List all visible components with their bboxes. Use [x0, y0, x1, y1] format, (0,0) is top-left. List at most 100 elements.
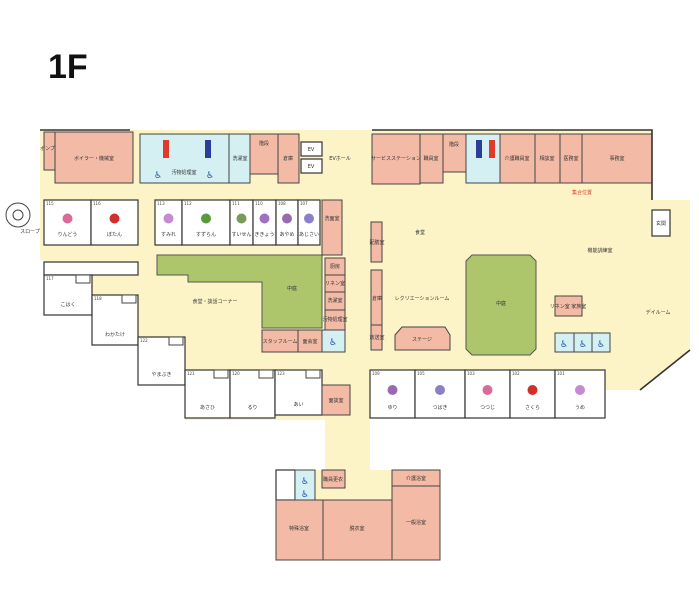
office [581, 133, 653, 184]
room-name: こはく [60, 302, 75, 308]
accessible-toilet [321, 329, 346, 353]
guest-room[interactable]: 107 あじさい [297, 199, 321, 246]
dining-corner-label: 食堂・談話コーナー [192, 298, 237, 305]
pump-room-label: ポンプ室 [40, 145, 60, 152]
special-bath-label: 特殊浴室 [289, 525, 309, 532]
female-restroom-icon [163, 140, 169, 158]
room-name: あじさい [299, 231, 319, 238]
room-name: さくら [525, 404, 540, 411]
room-number: 102 [512, 371, 520, 376]
elevator-2 [300, 158, 323, 174]
family-room-label: リネン室 家族室 [550, 303, 587, 310]
courtyard-east-label: 中庭 [496, 300, 506, 307]
room-name: やまぶき [151, 371, 171, 378]
ev-hall-label: EVホール [329, 156, 351, 162]
room-name: すいせん [231, 232, 251, 238]
medical-label: 医務室 [563, 155, 578, 162]
flower-icon [259, 213, 270, 224]
room-number: 117 [46, 276, 54, 281]
elevator-1-label: EV [308, 147, 315, 153]
guest-room[interactable]: 102 さくら [509, 369, 556, 419]
general-bath-label: 一般浴室 [406, 519, 426, 526]
entrance[interactable] [651, 209, 671, 237]
outer-wall [639, 349, 691, 391]
storage-east-label: 倉庫 [372, 295, 382, 302]
boiler-room [54, 131, 134, 184]
flower-icon [387, 385, 398, 395]
room-name: あさひ [200, 404, 215, 411]
soiled-room-label: 汚物処理室 [171, 169, 196, 176]
staff-lounge-label: スタッフルーム [263, 338, 298, 345]
guest-room[interactable]: 117 こはく [43, 274, 93, 316]
room-number: 109 [372, 371, 380, 376]
storage-north-label: 倉庫 [283, 155, 293, 162]
room-name: あやめ [279, 231, 294, 238]
room-number: 103 [467, 371, 475, 376]
courtyard-west-label: 中庭 [287, 285, 297, 292]
room-number: 123 [277, 371, 285, 376]
kitchen-label: 厨房 [330, 263, 340, 270]
dining-label: 食堂 [415, 229, 425, 236]
guest-room[interactable]: 103 つつじ [464, 369, 511, 419]
room-number: 105 [417, 371, 425, 376]
service-station-label: サービスステーション [371, 155, 421, 162]
room-name: わかたけ [105, 331, 125, 338]
stairs-east [442, 133, 467, 173]
flower-icon [282, 213, 292, 224]
room-number: 118 [94, 296, 102, 301]
visit-room-label: 面会室 [302, 338, 317, 345]
entrance-label: 玄関 [656, 220, 666, 227]
flower-icon [575, 385, 585, 395]
staff-room-label: 職員室 [423, 155, 438, 162]
room-number: 107 [300, 201, 308, 206]
guest-room[interactable]: 122 やまぶき [137, 336, 186, 386]
flower-icon [435, 385, 445, 395]
general-bath [391, 485, 441, 561]
serving-label: 配膳室 [369, 239, 384, 246]
slope-label: スロープ [20, 229, 40, 235]
room-name: あい [293, 402, 303, 408]
flower-icon [163, 213, 174, 224]
room-number: 116 [93, 201, 101, 206]
toilet-icon [121, 294, 137, 304]
elevator-1 [300, 141, 323, 157]
accessible-toilet [591, 332, 611, 353]
room-name: すずらん [196, 231, 216, 238]
room-number: 122 [140, 338, 148, 343]
boiler-room-label: ボイラー・機械室 [74, 155, 114, 162]
guest-room[interactable]: 108 あやめ [275, 199, 299, 246]
courtyard-east [465, 254, 537, 356]
rehab-room-label: 機能訓練室 [587, 247, 612, 254]
room-name: すみれ [161, 232, 176, 238]
recreation-room-label: レクリエーションルーム [395, 296, 450, 302]
dayroom-label: デイルーム [646, 309, 671, 316]
wheelchair-icon: ♿ [301, 490, 309, 500]
toilet-icon [75, 274, 91, 284]
linen-label: リネン室 [325, 280, 345, 287]
room-name: つつじ [480, 405, 495, 411]
washroom [321, 199, 343, 256]
dressing-label: 脱衣室 [349, 525, 364, 532]
guest-room[interactable]: 118 わかたけ [91, 294, 139, 346]
room-name: りんどう [58, 231, 78, 238]
wheelchair-icon: ♿ [206, 171, 214, 181]
male-restroom-icon [476, 140, 482, 158]
washroom-label: 洗面室 [324, 215, 339, 222]
staff-change-label: 職員更衣 [323, 476, 343, 483]
room-number: 113 [157, 201, 165, 206]
consult-room-2 [321, 384, 351, 416]
room-number: 108 [278, 201, 286, 206]
guest-room[interactable]: 123 あい [274, 369, 323, 416]
guest-room[interactable]: 113 すみれ [154, 199, 183, 246]
